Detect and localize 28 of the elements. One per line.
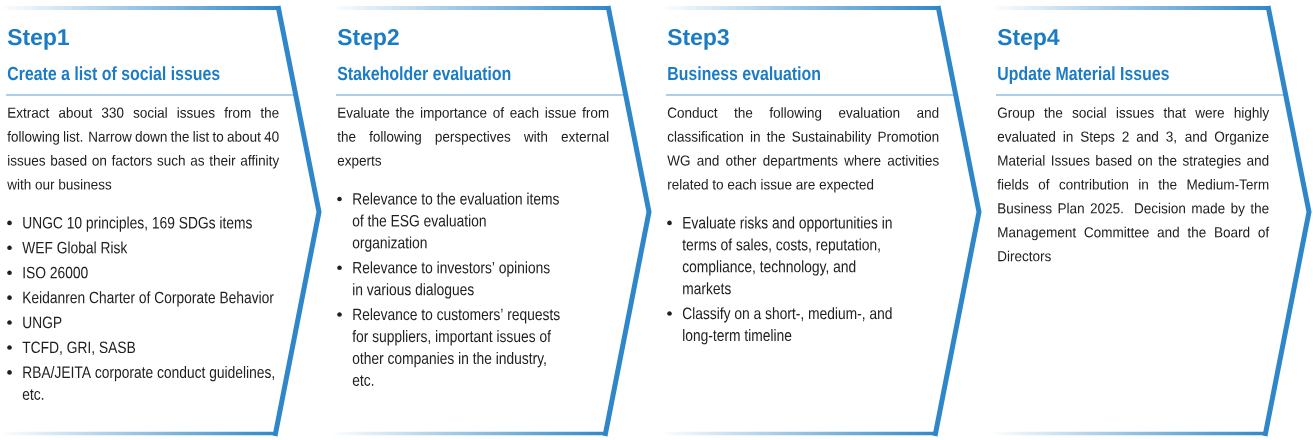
bullet-item: Keidanren Charter of Corporate Behavior <box>7 291 274 307</box>
chevron-panel <box>995 5 1312 437</box>
chevron-panel <box>5 5 322 437</box>
step-title: Stakeholder evaluation <box>337 66 511 81</box>
chevron-panel <box>335 5 652 437</box>
bullet-item: Relevance to investors’ opinions in various dialogues <box>337 261 550 299</box>
bullet-item: TCFD, GRI, SASB <box>7 341 136 356</box>
description-text: Evaluate the importance of each issue from the following perspectives with external experts <box>337 107 609 169</box>
step-number: Step4 <box>997 29 1060 50</box>
step-title: Update Material Issues <box>998 66 1169 84</box>
step-title: Create a list of social issues <box>7 66 220 81</box>
bullet-item: UNGP <box>7 316 62 329</box>
bullet-item: UNGC 10 principles, 169 SDGs items <box>7 216 252 232</box>
bullet-item: Relevance to the evaluation items of the ESG evaluation organization <box>337 192 559 252</box>
bullet-item: ISO 26000 <box>7 266 88 279</box>
bullet-item: RBA/JEITA corporate conduct guidelines, etc. <box>7 366 274 400</box>
description-text: Conduct the following evaluation and classification in the Sustainability Promotion WG and other departments where activities related to each issue are expected <box>667 107 939 193</box>
step-number: Step3 <box>667 29 729 50</box>
description-text: Extract about 330 social issues from the following list. Narrow down the list to about 40 issues based on factors such as their affinity with our business <box>7 107 280 190</box>
step-number: Step2 <box>337 29 399 50</box>
bullet-item: WEF Global Risk <box>7 241 128 254</box>
step-title: Business evaluation <box>668 66 820 81</box>
bullet-item: Evaluate risks and opportunities in terms of sales, costs, reputation, compliance, technology, and markets <box>667 216 892 295</box>
bullet-item: Classify on a short-, medium-, and long-term timeline <box>667 307 892 345</box>
bullet-item: Relevance to customers’ requests for suppliers, important issues of other companies in the industry, etc. <box>337 308 560 386</box>
chevron-panel <box>665 5 982 437</box>
description-text: Group the social issues that were highly evaluated in Steps 2 and 3, and Organize Material Issues based on the strategies and fields of contribution in the Medium-Term Business Plan 2025. Decision made by the Management Committee and the Board of Directors <box>997 107 1270 262</box>
step-number: Step1 <box>7 29 69 50</box>
